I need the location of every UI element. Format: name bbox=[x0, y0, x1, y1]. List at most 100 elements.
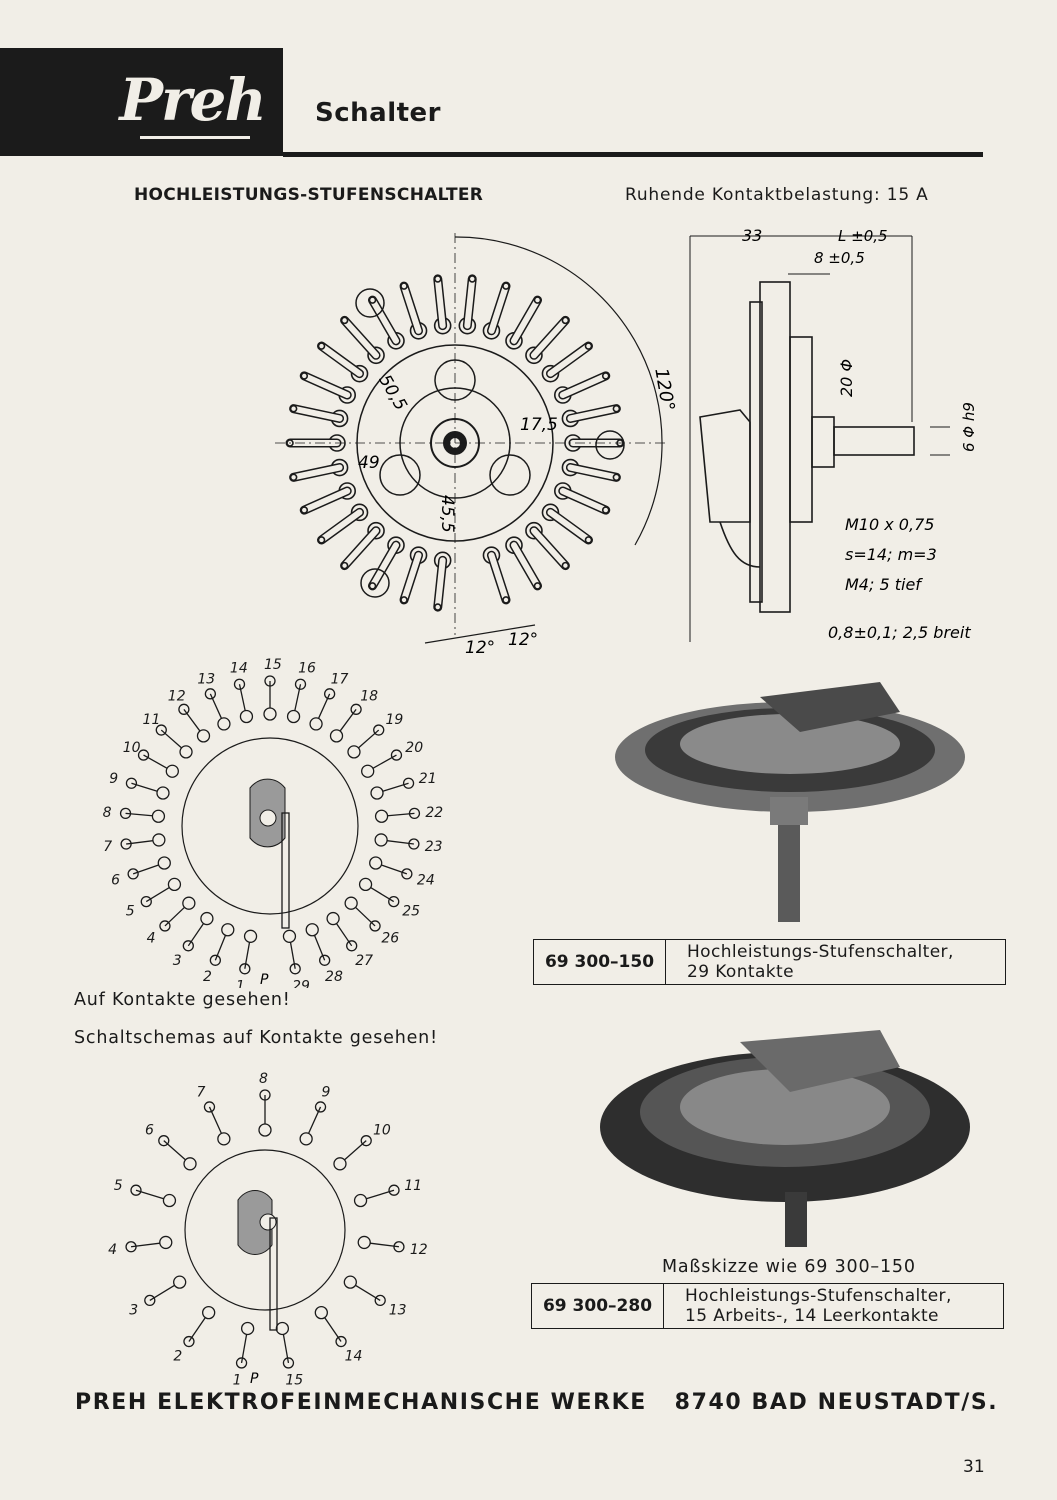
contact-tab bbox=[263, 675, 277, 721]
contact-label: 4 bbox=[147, 931, 156, 947]
contact-tab bbox=[235, 1321, 255, 1369]
contact-tab bbox=[299, 1101, 327, 1146]
contact-tab bbox=[119, 807, 166, 823]
contact-tab bbox=[357, 1235, 405, 1253]
contact-label: 8 bbox=[103, 805, 112, 821]
contact-label: 25 bbox=[402, 903, 420, 919]
contact-label: 4 bbox=[108, 1242, 117, 1258]
contact-label: 24 bbox=[417, 873, 435, 889]
front-contact bbox=[553, 371, 611, 404]
contact-label: 11 bbox=[143, 712, 161, 728]
front-contact bbox=[482, 281, 511, 340]
contact-tab bbox=[374, 833, 420, 850]
contact-label: 12 bbox=[410, 1242, 428, 1258]
contact-tab bbox=[204, 688, 231, 731]
contact-label: 13 bbox=[389, 1302, 407, 1318]
contact-label: 6 bbox=[145, 1122, 154, 1138]
footer-address: PREH ELEKTROFEINMECHANISCHE WERKE 8740 B… bbox=[75, 1390, 999, 1415]
contact-tab bbox=[125, 777, 170, 800]
front-contact bbox=[340, 521, 385, 571]
contact-tab bbox=[203, 1101, 231, 1146]
contact-load-note: Ruhende Kontaktbelastung: 15 A bbox=[625, 185, 929, 205]
dim-12-deg-right: 12° bbox=[508, 630, 538, 650]
front-view-drawing: 50,5 17,5 49 45,5 120° 12° 12° bbox=[275, 233, 678, 658]
desc-line-1: Hochleistungs-Stufenschalter, bbox=[685, 1286, 952, 1306]
contact-tab bbox=[369, 856, 413, 880]
front-contact bbox=[399, 546, 428, 605]
contact-tab bbox=[361, 749, 403, 778]
dim-length: L ±0,5 bbox=[838, 227, 888, 245]
dim-17-5: 17,5 bbox=[520, 415, 558, 435]
contact-tab bbox=[347, 724, 385, 759]
note-nut: s=14; m=3 bbox=[845, 545, 937, 564]
contact-tab bbox=[275, 1321, 295, 1369]
dim-6-dia: 6 Φ h9 bbox=[960, 402, 978, 452]
page-number: 31 bbox=[963, 1457, 985, 1477]
front-contact bbox=[299, 371, 357, 404]
product-table-280: 69 300–280 Hochleistungs-Stufenschalter,… bbox=[531, 1283, 1004, 1329]
contact-tab bbox=[144, 1275, 187, 1307]
contact-label: 16 bbox=[298, 661, 316, 677]
contact-label: 7 bbox=[103, 839, 112, 855]
contact-tab bbox=[258, 1089, 272, 1137]
desc-line-2: 15 Arbeits-, 14 Leerkontakte bbox=[685, 1306, 939, 1326]
contact-tab bbox=[155, 724, 193, 759]
contact-tab bbox=[140, 877, 182, 908]
contact-tab bbox=[127, 856, 171, 880]
dim-12-deg-left: 12° bbox=[465, 638, 495, 658]
front-contact bbox=[561, 404, 621, 428]
front-contact bbox=[299, 482, 357, 515]
contact-label: 20 bbox=[405, 740, 423, 756]
contact-label: 23 bbox=[425, 839, 443, 855]
front-contact bbox=[289, 404, 349, 428]
contact-label: 15 bbox=[264, 657, 282, 673]
front-contact bbox=[368, 295, 405, 350]
contact-label: 19 bbox=[385, 712, 403, 728]
contact-tab bbox=[309, 688, 336, 731]
contact-label: 1 bbox=[233, 1373, 242, 1386]
front-contact bbox=[505, 295, 542, 350]
contact-tab bbox=[233, 678, 254, 724]
switch-photo-29 bbox=[615, 682, 965, 922]
contact-tab bbox=[286, 678, 307, 724]
dim-33: 33 bbox=[742, 226, 762, 245]
contact-tab bbox=[125, 1235, 173, 1253]
contact-label: 6 bbox=[111, 873, 120, 889]
front-contact bbox=[482, 546, 511, 605]
contact-label: 3 bbox=[173, 953, 182, 969]
schema-15-heading: Schaltschemas auf Kontakte gesehen! bbox=[74, 1028, 438, 1048]
contact-label: 11 bbox=[404, 1178, 422, 1194]
contact-label: 1 bbox=[236, 979, 245, 988]
header-rule bbox=[283, 152, 983, 157]
schema-29-caption: Auf Kontakte gesehen! bbox=[74, 990, 291, 1010]
product-heading: HOCHLEISTUNGS-STUFENSCHALTER bbox=[134, 185, 484, 205]
contact-label: 29 bbox=[292, 979, 310, 988]
front-contact bbox=[525, 315, 570, 365]
contact-tab bbox=[374, 807, 421, 823]
front-contact bbox=[553, 482, 611, 515]
contact-tab bbox=[370, 777, 415, 800]
contact-label: 27 bbox=[355, 953, 373, 969]
contact-tab bbox=[326, 911, 358, 952]
side-view-drawing: 33 L ±0,5 8 ±0,5 20 Φ 6 Φ h9 M10 x 0,75 … bbox=[689, 226, 978, 642]
front-contact bbox=[317, 341, 369, 383]
contact-label: 14 bbox=[230, 661, 248, 677]
front-contact bbox=[564, 434, 625, 452]
desc-line-1: Hochleistungs-Stufenschalter, bbox=[687, 942, 954, 962]
desc-line-2: 29 Kontakte bbox=[687, 962, 794, 982]
contact-label: 5 bbox=[114, 1178, 123, 1194]
note-thread: M10 x 0,75 bbox=[845, 515, 934, 534]
front-contact bbox=[399, 281, 428, 340]
contact-tab bbox=[358, 877, 400, 908]
logo-underline bbox=[140, 136, 250, 139]
product-description: Hochleistungs-Stufenschalter, 15 Arbeits… bbox=[663, 1283, 1004, 1329]
preh-logo: Preh bbox=[119, 66, 266, 134]
contact-tab bbox=[158, 1135, 197, 1171]
front-contact bbox=[317, 503, 369, 545]
contact-label: 12 bbox=[168, 689, 186, 705]
contact-label: 18 bbox=[360, 689, 378, 705]
contact-label: 5 bbox=[126, 903, 135, 919]
contact-label: 21 bbox=[419, 771, 437, 787]
contact-tab bbox=[333, 1135, 372, 1171]
